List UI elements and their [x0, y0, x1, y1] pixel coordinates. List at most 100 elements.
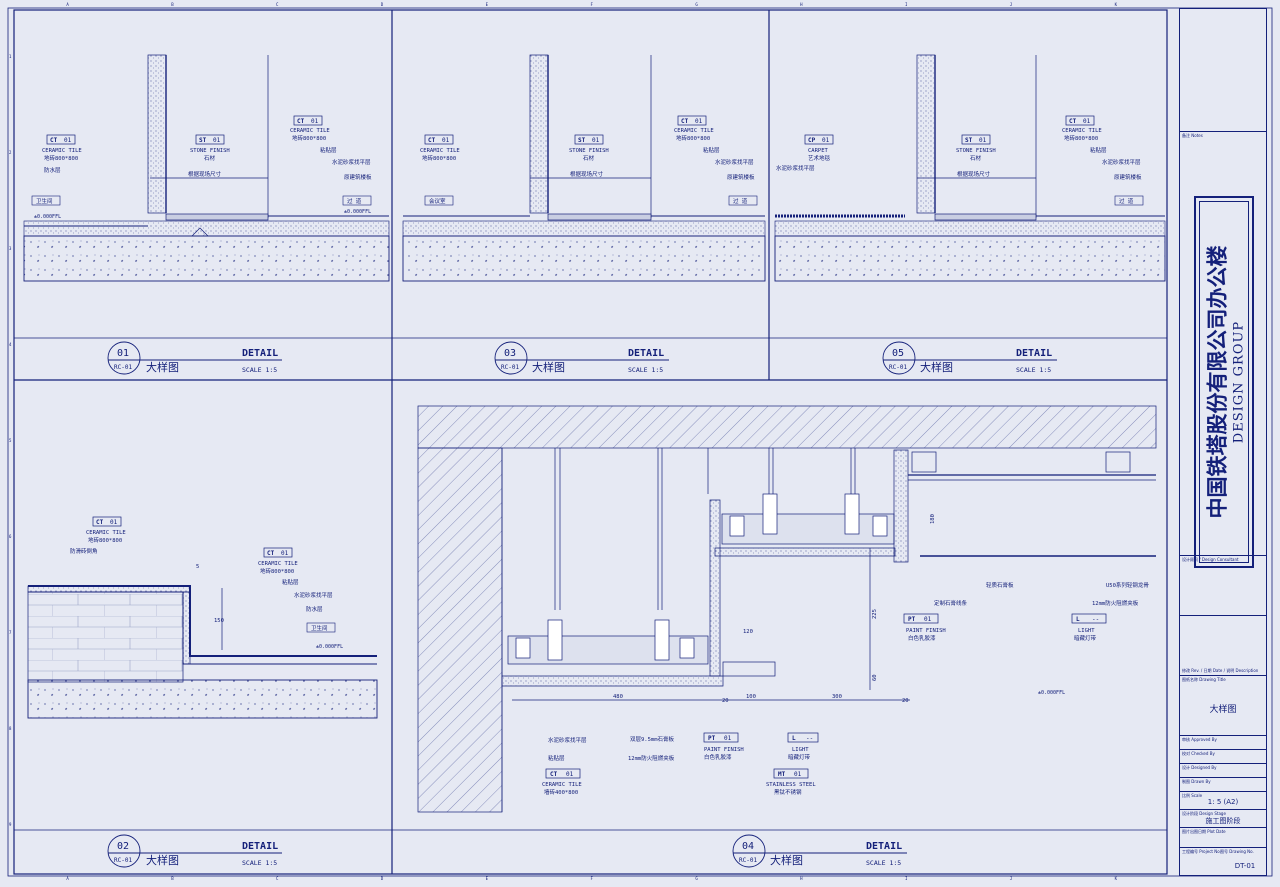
detail-01: [23, 54, 390, 282]
detail-en-title: DETAIL: [242, 841, 278, 852]
dim-480: 480: [613, 694, 623, 700]
detail-ref: RC-01: [739, 857, 757, 864]
grid-row-label: 3: [9, 246, 12, 251]
stage-label: 设计阶段 Design Stage: [1182, 811, 1226, 816]
tag-st-text: ST: [965, 137, 973, 144]
label-paint-finish: PAINT FINISH: [704, 747, 744, 753]
level-mark-left: ±0.000FFL: [34, 214, 61, 220]
designed-label: 设计 Designed By: [1182, 765, 1217, 770]
label-stone-finish: STONE FINISH: [569, 148, 609, 154]
level-mark: ±0.000FFL: [1038, 690, 1065, 696]
label-screed: 水泥砂浆找平层: [294, 591, 333, 599]
detail-04-labels: 180 225 60 120 480 20 100 300 20 U50系列轻钢…: [542, 514, 1149, 796]
label-gypsum-line: 定制石膏线条: [934, 599, 968, 607]
detail-01-labels: CT 01 CERAMIC TILE 地砖800*800 防水层 ST 01 S…: [31, 115, 372, 220]
label-adhesive: 粘贴层: [320, 146, 337, 154]
tag-st-text: ST: [199, 137, 207, 144]
drawing-no-label: 图号 Drawing No.: [1220, 849, 1254, 854]
label-waterproof: 防水层: [306, 605, 323, 613]
detail-scale: SCALE 1:5: [242, 366, 277, 374]
label-dimension: 根据现场尺寸: [570, 170, 604, 178]
detail-en-title: DETAIL: [1016, 348, 1052, 359]
label-carpet: CARPET: [808, 148, 829, 154]
label-slab: 原建筑楼板: [1114, 173, 1142, 181]
plot-label: 图片出图日期 Plot Date: [1182, 829, 1226, 834]
room-meeting: 会议室: [429, 197, 446, 205]
label-steel-keel: U50系列轻钢龙骨: [1106, 581, 1149, 589]
tag-ct-right-num: 01: [1083, 118, 1091, 125]
grid-row-label: 1: [9, 54, 12, 59]
tag-cp-text: CP: [808, 137, 816, 144]
detail-04: [417, 405, 1157, 813]
label-tile-size-top: 地砖800*800: [88, 536, 122, 544]
grid-column-label: E: [486, 876, 489, 881]
designed-cell: 设计 Designed By: [1180, 763, 1266, 778]
detail-scale: SCALE 1:5: [866, 859, 901, 867]
label-stone: 石材: [583, 154, 595, 162]
grid-row-label: 4: [9, 342, 12, 347]
company-name-cn: 中国铁塔股份有限公司办公楼: [1205, 245, 1230, 519]
tag-light-right-text: L: [1076, 616, 1080, 623]
detail-number: 04: [742, 841, 754, 852]
panel-dividers: [14, 10, 1167, 874]
drawing-name-cell: 图纸名称 Drawing Title 大样图: [1180, 675, 1266, 736]
drawing-name-label: 图纸名称 Drawing Title: [1182, 677, 1226, 682]
label-fire-board-right: 12mm防火阻燃夹板: [1092, 599, 1139, 607]
dim-180: 180: [930, 514, 936, 524]
detail-en-title: DETAIL: [866, 841, 902, 852]
tag-ct-right-num: 01: [695, 118, 703, 125]
label-stone-finish: STONE FINISH: [956, 148, 996, 154]
detail-05: [774, 54, 1166, 282]
label-double-gypsum: 双层9.5mm石膏板: [630, 735, 675, 743]
grid-row-label: 7: [9, 630, 12, 635]
tag-st-num: 01: [979, 137, 987, 144]
label-ceramic-tile-right: CERAMIC TILE: [1062, 128, 1102, 134]
label-latex-paint-right: 白色乳胶漆: [908, 634, 936, 642]
room-corridor: 过 道: [733, 197, 748, 205]
drawn-label: 制图 Drawn By: [1182, 779, 1211, 784]
tag-cp-num: 01: [822, 137, 830, 144]
level-mark: ±0.000FFL: [316, 644, 343, 650]
title-block: 备注 Notes 设计顾问 / Design Consultant 修改 Rev…: [1179, 8, 1267, 876]
room-tag-corridor: [342, 195, 372, 206]
tag-st-text: ST: [578, 137, 586, 144]
dim-300: 300: [832, 694, 842, 700]
company-name-en: DESIGN GROUP: [1231, 320, 1247, 444]
label-adhesive: 粘贴层: [282, 578, 299, 586]
tag-light-right-num: --: [1092, 616, 1099, 623]
room-bathroom: 卫生间: [311, 624, 328, 632]
detail-ref: RC-01: [501, 364, 519, 371]
grid-column-label: K: [1115, 876, 1118, 881]
detail-title-04: 04 RC-01 大样图 DETAIL SCALE 1:5: [732, 834, 907, 868]
grid-column-label: C: [276, 876, 279, 881]
label-art-carpet: 艺术地毯: [808, 154, 831, 162]
scale-cell: 比例 Scale 1: 5 (A2): [1180, 791, 1266, 810]
checked-label: 校对 Checked By: [1182, 751, 1215, 756]
label-ceramic-tile-top: CERAMIC TILE: [86, 530, 126, 536]
sheet-border: [7, 7, 1273, 877]
notes-header: 备注 Notes: [1182, 133, 1203, 138]
level-mark-right: ±0.000FFL: [344, 209, 371, 215]
grid-row-label: 2: [9, 150, 12, 155]
label-ceramic-tile-right: CERAMIC TILE: [290, 128, 330, 134]
tag-ct-left: [46, 134, 76, 145]
room-corridor: 过 道: [1119, 197, 1134, 205]
grid-column-label: E: [486, 2, 489, 7]
label-screed: 水泥砂浆找平层: [715, 158, 754, 166]
detail-ref: RC-01: [889, 364, 907, 371]
dim-120: 120: [743, 629, 753, 635]
dim-20b: 20: [902, 698, 909, 704]
tag-ct-top-text: CT: [96, 519, 104, 526]
label-dimension: 根据现场尺寸: [188, 170, 222, 178]
grid-column-label: K: [1115, 2, 1118, 7]
detail-number: 02: [117, 841, 129, 852]
label-screed: 水泥砂浆找平层: [1102, 158, 1141, 166]
tag-pt-num: 01: [724, 735, 732, 742]
grid-column-label: A: [66, 2, 69, 7]
scale-value: 1: 5 (A2): [1207, 798, 1239, 806]
room-tag-bathroom: [31, 195, 61, 206]
detail-cn-title: 大样图: [920, 360, 953, 374]
grid-row-label: 5: [9, 438, 12, 443]
